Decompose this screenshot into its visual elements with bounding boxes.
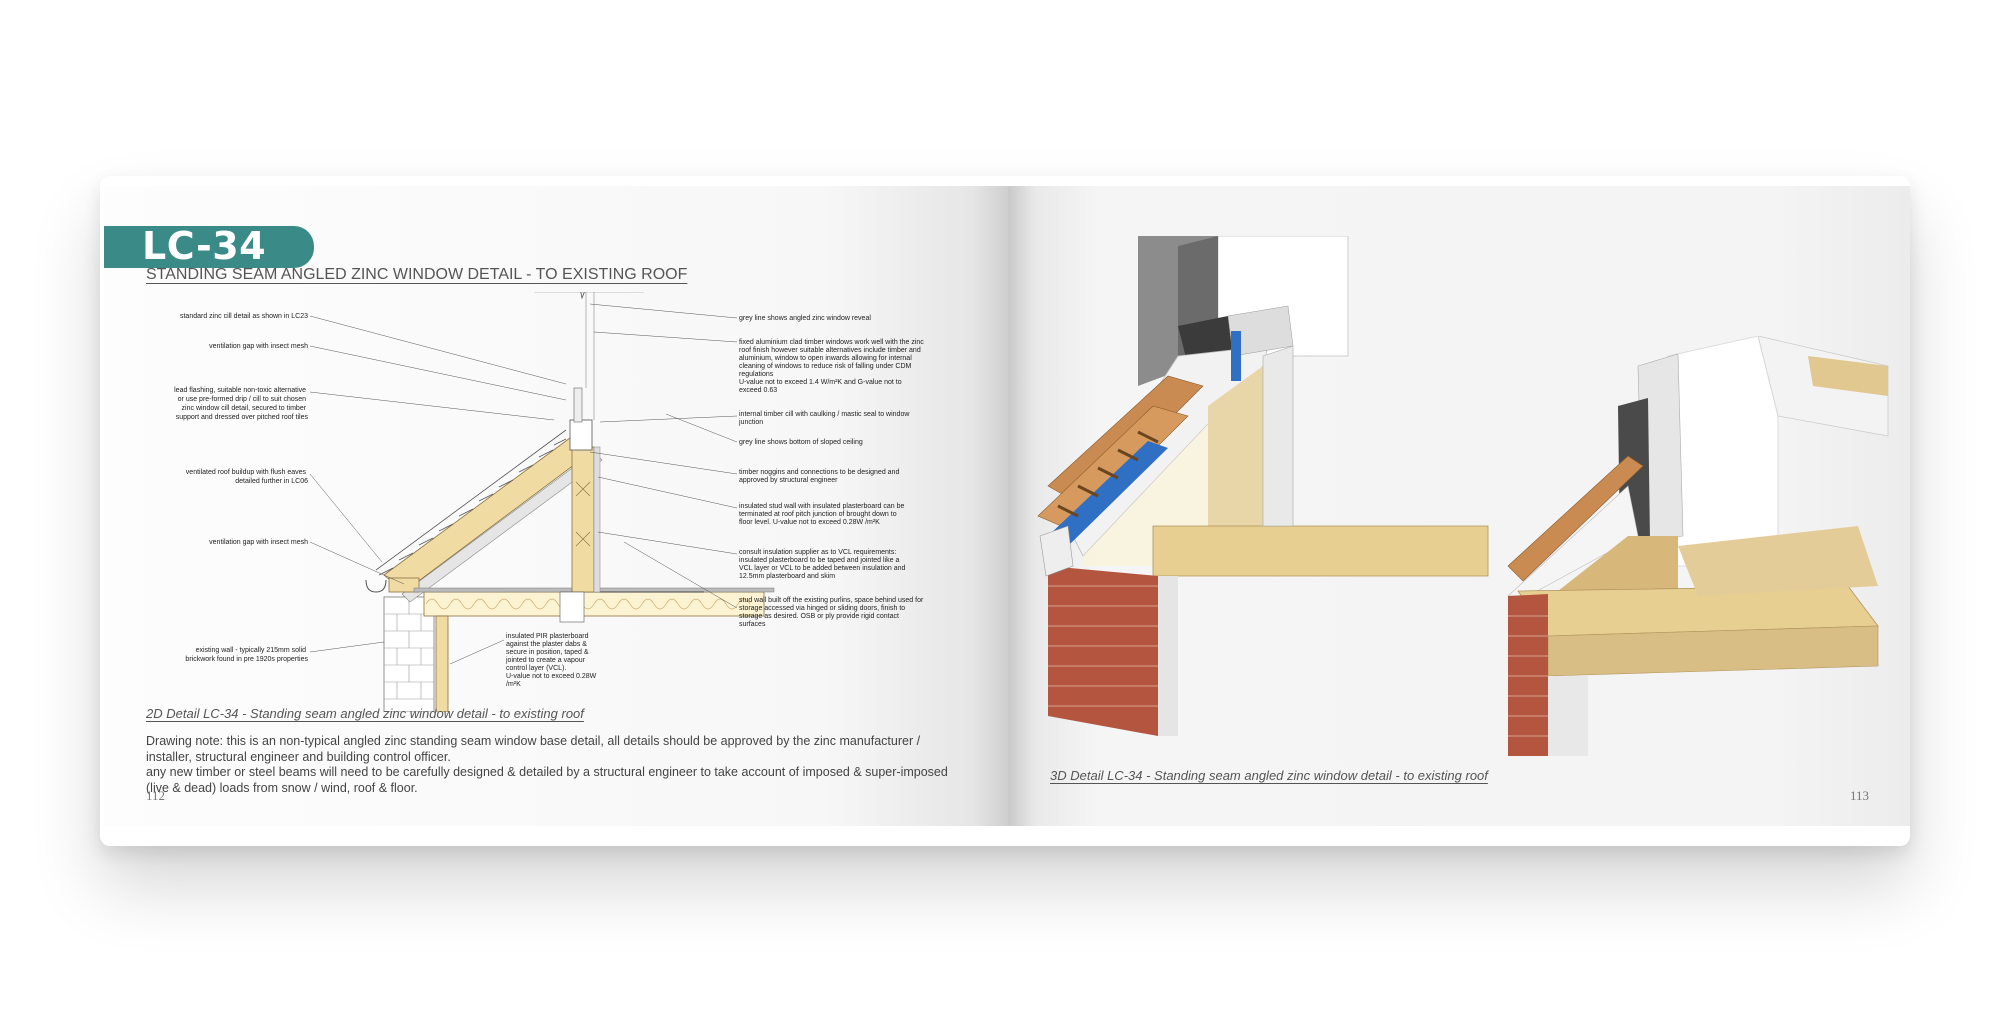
callout-vent-gap-top: ventilation gap with insect mesh <box>209 343 308 350</box>
callout-sloped-ceiling: grey line shows bottom of sloped ceiling <box>739 439 863 446</box>
left-callouts: standard zinc cill detail as shown in LC… <box>174 313 567 663</box>
drawing-note-line: any new timber or steel beams will need … <box>146 765 948 795</box>
page-title: STANDING SEAM ANGLED ZINC WINDOW DETAIL … <box>146 266 688 283</box>
render-3d-section <box>1037 236 1489 736</box>
callout-pir-plasterboard: insulated PIR plasterboard against the p… <box>505 633 598 688</box>
callout-grey-line-reveal: grey line shows angled zinc window revea… <box>739 315 871 322</box>
callout-cill: standard zinc cill detail as shown in LC… <box>180 313 308 320</box>
left-page: LC-34 STANDING SEAM ANGLED ZINC WINDOW D… <box>104 186 1008 826</box>
callout-windows: fixed aluminium clad timber windows work… <box>739 339 926 394</box>
drawing-note: Drawing note: this is an non-typical ang… <box>146 734 966 796</box>
callout-stud-wall: insulated stud wall with insulated plast… <box>739 503 906 526</box>
detail-3d-caption: 3D Detail LC-34 - Standing seam angled z… <box>1050 768 1488 783</box>
detail-2d-caption: 2D Detail LC-34 - Standing seam angled z… <box>146 706 584 721</box>
drawing-note-line: Drawing note: this is an non-typical ang… <box>146 734 921 764</box>
callout-storage: stud wall built off the existing purlins… <box>739 597 925 628</box>
render-3d-cutaway <box>1507 336 1889 756</box>
page-number-left: 112 <box>146 788 166 803</box>
detail-code-tab: LC-34 <box>104 224 314 268</box>
detail-code: LC-34 <box>142 224 267 268</box>
callout-vcl: consult insulation supplier as to VCL re… <box>739 549 907 580</box>
callout-noggins: timber noggins and connections to be des… <box>739 469 901 484</box>
right-callouts: grey line shows angled zinc window revea… <box>589 303 926 628</box>
callout-vent-gap-bottom: ventilation gap with insect mesh <box>209 539 308 546</box>
right-page: 3D Detail LC-34 - Standing seam angled z… <box>1008 186 1910 826</box>
rafter <box>383 434 603 603</box>
page-number-right: 113 <box>1850 788 1870 803</box>
callout-roof-buildup: ventilated roof buildup with flush eaves… <box>186 469 308 485</box>
callout-lead-flashing: lead flashing, suitable non-toxic altern… <box>174 387 308 421</box>
callout-internal-cill: internal timber cill with caulking / mas… <box>738 411 911 426</box>
section-drawing: standard zinc cill detail as shown in LC… <box>174 292 926 712</box>
roof-tiles <box>375 429 567 576</box>
callout-existing-wall: existing wall - typically 215mm solid br… <box>185 647 308 663</box>
